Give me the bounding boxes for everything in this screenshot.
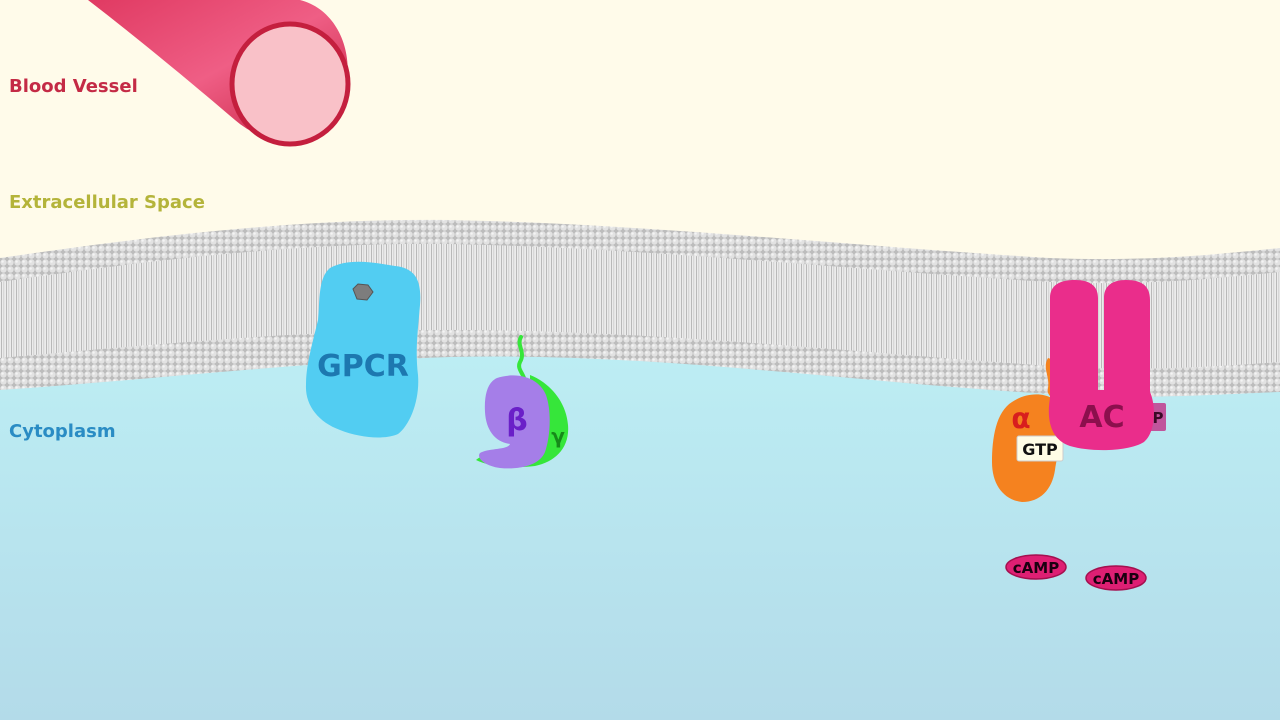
gamma-label: γ [551,424,565,448]
beta-label: β [506,403,527,438]
atp-partial-label: P [1153,409,1164,427]
gpcr-label: GPCR [317,349,409,384]
ac-label: AC [1079,400,1124,435]
blood-vessel-lumen [229,21,351,147]
blood-vessel-label: Blood Vessel [9,76,138,97]
cytoplasm-label: Cytoplasm [9,421,116,442]
g-protein-alpha: α GTP [992,358,1064,502]
gamma-lipid-tail [517,335,526,380]
g-protein-beta-gamma: β γ [476,335,569,469]
blood-vessel [88,0,351,147]
adenylyl-cyclase-body [1048,280,1154,451]
camp-1-label: cAMP [1013,559,1059,577]
cytoplasm-region [0,340,1280,720]
membrane-outer-heads [0,219,1280,284]
gtp-label: GTP [1022,440,1058,459]
camp-2-label: cAMP [1093,570,1139,588]
gpcr-body [305,261,421,438]
camp-1-body [1005,554,1067,580]
camp-molecule-2: cAMP [1085,565,1147,591]
ligand-molecule [352,283,374,301]
gpcr-receptor: GPCR [305,261,421,438]
gtp-badge-box [1016,435,1064,462]
camp-molecule-1: cAMP [1005,554,1067,580]
adenylyl-cyclase: P AC [1048,280,1166,451]
camp-2-body [1085,565,1147,591]
beta-subunit [479,375,550,469]
extracellular-space-label: Extracellular Space [9,192,205,213]
alpha-label: α [1011,402,1030,435]
